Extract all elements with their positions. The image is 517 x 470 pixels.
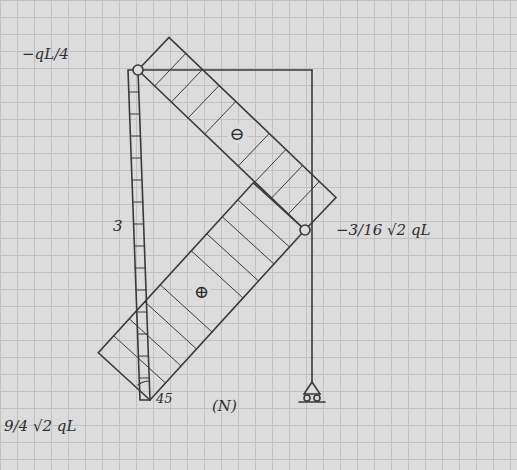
angle-arc <box>138 381 149 385</box>
roller-support <box>304 382 320 394</box>
right-column <box>311 70 313 382</box>
force-value: 9/4 √2 qL <box>4 418 76 435</box>
roller-support <box>304 395 310 401</box>
member-label: 3 <box>113 218 123 235</box>
roller-support <box>299 401 325 403</box>
angle-label: 45 <box>156 392 173 406</box>
hatching <box>155 54 320 215</box>
sign-symbol: ⊕ <box>192 282 211 302</box>
hatching <box>129 92 149 378</box>
force-value: −3/16 √2 qL <box>336 222 430 239</box>
roller-support <box>314 395 320 401</box>
diagram-title: (N) <box>212 398 237 415</box>
diagonal-member <box>150 230 305 400</box>
diagonal-member <box>138 70 305 230</box>
force-band <box>128 70 150 400</box>
top-beam <box>138 69 312 71</box>
hinge <box>133 65 143 75</box>
force-value: −qL/4 <box>22 46 69 63</box>
left-column <box>138 70 150 400</box>
hinge <box>300 225 310 235</box>
sign-symbol: ⊖ <box>227 124 246 144</box>
force-band <box>98 183 305 400</box>
